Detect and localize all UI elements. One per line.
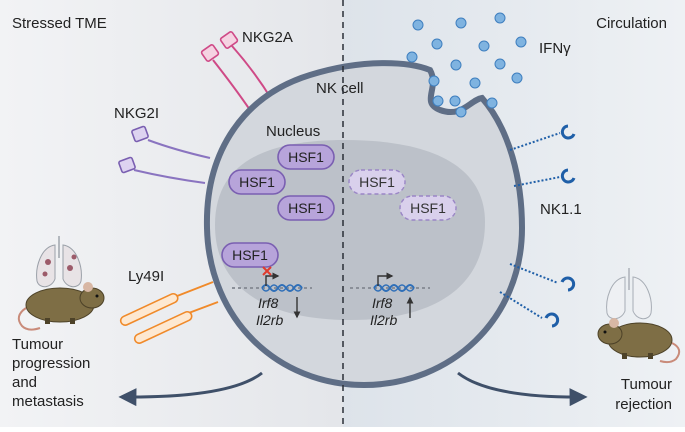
hsf1-active-3 bbox=[277, 195, 335, 221]
lungs-icon-left bbox=[36, 236, 82, 288]
hsf1-inactive-1-label: HSF1 bbox=[359, 174, 395, 190]
outcome-right-line-1: Tumour bbox=[621, 376, 672, 393]
cell-label: NK cell bbox=[316, 80, 364, 97]
nkg2i-label: NKG2I bbox=[114, 105, 159, 122]
hsf1-active-2 bbox=[228, 169, 286, 195]
nkg2a-receptors: NKG2A bbox=[200, 29, 293, 111]
ifng-particles bbox=[406, 12, 527, 118]
nk11-receptors bbox=[499, 124, 576, 328]
gene-irf8-left: Irf8 bbox=[258, 295, 278, 311]
outcome-left-line-4: metastasis bbox=[12, 393, 84, 410]
outcome-left: Tumour progression and metastasis bbox=[12, 336, 90, 410]
nk11-label: NK1.1 bbox=[540, 201, 582, 218]
right-panel-title: Circulation bbox=[596, 15, 667, 32]
ly49i-receptors: Ly49I bbox=[119, 268, 219, 344]
outcome-left-line-1: Tumour bbox=[12, 336, 63, 353]
gene-il2rb-right: Il2rb bbox=[370, 312, 397, 328]
dna-left: Irf8 Il2rb bbox=[232, 266, 312, 328]
outcome-left-line-2: progression bbox=[12, 355, 90, 372]
nkg2i-receptors: NKG2I bbox=[114, 105, 211, 184]
lungs-icon-right bbox=[606, 268, 652, 320]
ifng-label: IFNγ bbox=[539, 40, 571, 57]
hsf1-inactive-2-label: HSF1 bbox=[410, 200, 446, 216]
mouse-icon-left bbox=[17, 282, 105, 331]
dna-right: Irf8 Il2rb bbox=[350, 272, 430, 328]
hsf1-inactive-2 bbox=[399, 195, 457, 221]
ly49i-label: Ly49I bbox=[128, 268, 164, 285]
promoter-arrow-left bbox=[265, 272, 280, 286]
hsf1-active-1-label: HSF1 bbox=[288, 149, 324, 165]
nkg2a-label: NKG2A bbox=[242, 29, 293, 46]
outcome-left-line-3: and bbox=[12, 374, 37, 391]
hsf1-active-2-label: HSF1 bbox=[239, 174, 275, 190]
nucleus-body bbox=[215, 140, 485, 320]
hsf1-active-3-label: HSF1 bbox=[288, 200, 324, 216]
arrow-to-rejection bbox=[457, 371, 588, 407]
outcome-right-line-2: rejection bbox=[615, 396, 672, 413]
repression-mark bbox=[262, 266, 272, 276]
arrow-to-progression bbox=[118, 371, 263, 407]
gene-irf8-right: Irf8 bbox=[372, 295, 392, 311]
mouse-icon-right bbox=[597, 318, 681, 364]
left-panel-title: Stressed TME bbox=[12, 15, 107, 32]
nucleus-label: Nucleus bbox=[266, 123, 320, 140]
hsf1-active-4-label: HSF1 bbox=[232, 247, 268, 263]
hsf1-active-1 bbox=[277, 144, 335, 170]
outcome-right: Tumour rejection bbox=[615, 376, 672, 413]
gene-il2rb-left: Il2rb bbox=[256, 312, 283, 328]
hsf1-active-4 bbox=[221, 242, 279, 268]
promoter-arrow-right bbox=[377, 272, 394, 286]
hsf1-inactive-1 bbox=[348, 169, 406, 195]
hsf1-inactive-group: HSF1 HSF1 bbox=[348, 169, 457, 221]
hsf1-active-group: HSF1 HSF1 HSF1 HSF1 bbox=[221, 144, 335, 268]
